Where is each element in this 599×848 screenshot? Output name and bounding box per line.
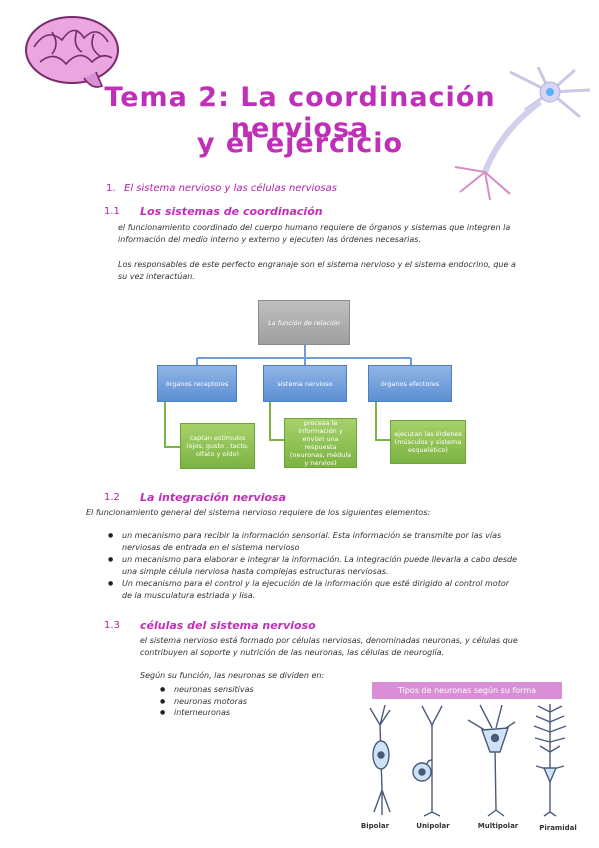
subsection-number: 1.1 — [104, 206, 120, 217]
subsection-heading: Los sistemas de coordinación — [140, 205, 323, 218]
list-item: un mecanismo para elaborar e integrar la… — [108, 554, 518, 577]
paragraph: Los responsables de este perfecto engran… — [118, 260, 516, 281]
diagram-node-box: órganos receptores — [157, 365, 237, 402]
diagram-leaf-box: captan estímulos (ojos, gusto , tacto, o… — [180, 423, 255, 469]
subsection-heading: La integración nerviosa — [140, 491, 286, 504]
page-title-line1: Tema 2: La coordinación nerviosa — [104, 82, 496, 144]
diagram-node-box: sistema nervioso — [263, 365, 347, 402]
subsection-number: 1.2 — [104, 492, 120, 503]
neuron-label: Bipolar — [360, 822, 390, 830]
list-item: Un mecanismo para el control y la ejecuc… — [108, 578, 518, 601]
diagram-node-box: órganos efectores — [368, 365, 452, 402]
bullet-list: un mecanismo para recibir la información… — [108, 530, 518, 601]
neuron-label: Multipolar — [477, 822, 519, 830]
diagram-root-box: La función de relación — [258, 300, 350, 345]
section-heading: El sistema nervioso y las células nervio… — [124, 183, 337, 194]
paragraph: Según su función, las neuronas se divide… — [140, 671, 325, 680]
neuron-label: Piramidal — [539, 824, 577, 832]
list-item: interneuronas — [160, 707, 320, 719]
diagram-leaf-box: ejecutan las órdenes (músculos y sistema… — [390, 420, 466, 464]
paragraph: El funcionamiento general del sistema ne… — [86, 508, 431, 517]
neuron-label: Unipolar — [416, 822, 450, 830]
neuron-panel-title: Tipos de neuronas según su forma — [372, 682, 562, 699]
section-number: 1. — [106, 183, 116, 194]
list-item: un mecanismo para recibir la información… — [108, 530, 518, 553]
paragraph: el sistema nervioso está formado por cél… — [140, 636, 518, 657]
page-title-line2: y el ejercicio — [196, 128, 404, 159]
subsection-heading: células del sistema nervioso — [140, 619, 316, 632]
list-item: neuronas sensitivas — [160, 684, 320, 696]
neuron-types-illustration — [369, 704, 567, 817]
neuron-decoration-icon — [454, 66, 591, 201]
brain-icon — [25, 16, 119, 88]
subsection-number: 1.3 — [104, 620, 120, 631]
list-item: neuronas motoras — [160, 696, 320, 708]
neuron-type-list: neuronas sensitivas neuronas motoras int… — [160, 684, 320, 719]
diagram-leaf-box: procesa la información y envían una resp… — [284, 418, 357, 468]
paragraph: el funcionamiento coordinado del cuerpo … — [118, 223, 511, 244]
